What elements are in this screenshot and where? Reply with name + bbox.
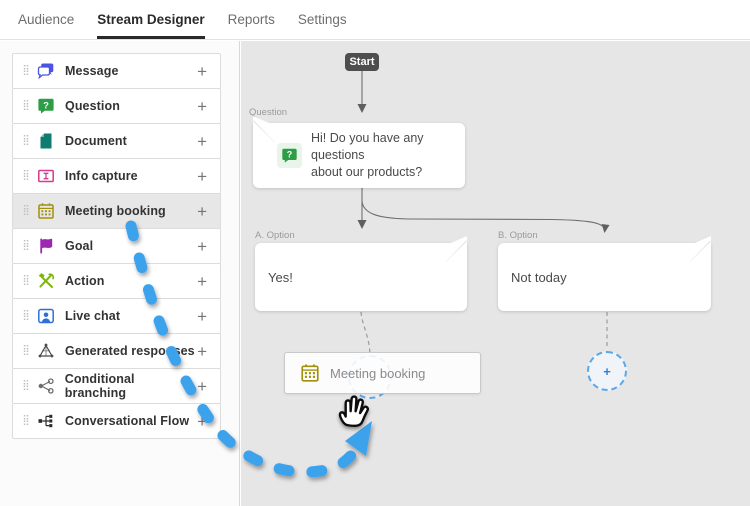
add-conditional-branching-button[interactable]: + — [197, 376, 207, 396]
sidebar-item-question[interactable]: ⣿ ? Question + — [12, 88, 221, 124]
sidebar-item-document[interactable]: ⣿ Document + — [12, 123, 221, 159]
option-b-type-label: B. Option — [498, 230, 538, 241]
question-node-card[interactable]: ? Hi! Do you have any questions about ou… — [253, 123, 465, 188]
plus-icon: + — [603, 363, 611, 379]
flag-icon — [37, 237, 55, 255]
question-node-type-label: Question — [249, 107, 288, 118]
document-icon — [37, 132, 55, 150]
sidebar-item-label: Question — [65, 99, 120, 113]
message-icon — [37, 62, 55, 80]
calendar-icon — [37, 202, 55, 220]
svg-text:?: ? — [43, 100, 49, 111]
sidebar-item-label: Generated responses — [65, 344, 195, 358]
sidebar-item-goal[interactable]: ⣿ Goal + — [12, 228, 221, 264]
sidebar-item-label: Conditional branching — [64, 372, 135, 400]
add-document-button[interactable]: + — [197, 131, 207, 151]
add-action-button[interactable]: + — [197, 271, 207, 291]
add-conversational-flow-button[interactable]: + — [197, 411, 207, 431]
sidebar-item-conversational-flow[interactable]: ⣿ Conversational Flow + — [12, 403, 221, 439]
tab-stream-designer[interactable]: Stream Designer — [97, 0, 205, 39]
sidebar-item-label: Message — [65, 64, 119, 78]
top-nav: Audience Stream Designer Reports Setting… — [0, 0, 750, 40]
sidebar-item-generated-responses[interactable]: ⣿ Generated responses + — [12, 333, 221, 369]
calendar-icon — [300, 363, 320, 383]
sidebar-item-label: Live chat — [65, 309, 121, 323]
add-goal-button[interactable]: + — [197, 236, 207, 256]
drag-handle-icon[interactable]: ⣿ — [22, 240, 30, 251]
question-icon: ? — [277, 143, 302, 168]
start-node: Start — [345, 53, 379, 71]
drop-node-label: Meeting booking — [330, 365, 426, 381]
drag-handle-icon[interactable]: ⣿ — [22, 65, 30, 76]
option-a-card[interactable]: Yes! — [255, 243, 467, 311]
add-message-button[interactable]: + — [197, 61, 207, 81]
tab-settings[interactable]: Settings — [297, 12, 347, 27]
add-generated-responses-button[interactable]: + — [197, 341, 207, 361]
sidebar-item-live-chat[interactable]: ⣿ Live chat + — [12, 298, 221, 334]
flow-icon — [37, 412, 55, 430]
question-icon: ? — [37, 97, 55, 115]
add-question-button[interactable]: + — [197, 96, 207, 116]
info-capture-icon — [37, 167, 55, 185]
question-node-text: Hi! Do you have any questions about our … — [311, 131, 424, 179]
drag-handle-icon[interactable]: ⣿ — [22, 135, 30, 146]
drag-handle-icon[interactable]: ⣿ — [22, 275, 30, 286]
drag-handle-icon[interactable]: ⣿ — [22, 380, 30, 391]
sidebar-item-message[interactable]: ⣿ Message + — [12, 53, 221, 89]
tab-audience[interactable]: Audience — [18, 12, 75, 27]
sidebar-item-action[interactable]: ⣿ Action + — [12, 263, 221, 299]
sidebar-item-conditional-branching[interactable]: ⣿ Conditional branching + — [12, 368, 221, 404]
tools-icon — [37, 272, 55, 290]
sidebar-item-label: Meeting booking — [65, 204, 166, 218]
drag-handle-icon[interactable]: ⣿ — [22, 415, 30, 426]
network-icon — [37, 342, 55, 360]
drag-handle-icon[interactable]: ⣿ — [22, 170, 30, 181]
sidebar-item-label: Info capture — [65, 169, 138, 183]
option-a-type-label: A. Option — [255, 230, 295, 241]
drag-handle-icon[interactable]: ⣿ — [22, 310, 30, 321]
flow-canvas[interactable]: Start Question ? Hi! Do you have any que… — [241, 41, 750, 506]
sidebar-item-info-capture[interactable]: ⣿ Info capture + — [12, 158, 221, 194]
add-live-chat-button[interactable]: + — [197, 306, 207, 326]
add-info-capture-button[interactable]: + — [197, 166, 207, 186]
node-palette: ⣿ Message + ⣿ ? Question + ⣿ — [0, 41, 240, 506]
meeting-booking-drop-node[interactable]: Meeting booking — [284, 352, 481, 394]
live-chat-icon — [37, 307, 55, 325]
sidebar-item-label: Goal — [65, 239, 94, 253]
drag-handle-icon[interactable]: ⣿ — [22, 100, 30, 111]
svg-text:?: ? — [287, 150, 292, 160]
option-b-card[interactable]: Not today — [498, 243, 711, 311]
sidebar-item-label: Action — [65, 274, 105, 288]
option-a-text: Yes! — [268, 269, 293, 285]
sidebar-item-label: Document — [65, 134, 127, 148]
drag-handle-icon[interactable]: ⣿ — [22, 345, 30, 356]
add-node-circle[interactable]: + — [587, 351, 627, 391]
drag-handle-icon[interactable]: ⣿ — [22, 205, 30, 216]
sidebar-item-meeting-booking[interactable]: ⣿ Meeting booking + — [12, 193, 221, 229]
add-meeting-booking-button[interactable]: + — [197, 201, 207, 221]
tab-reports[interactable]: Reports — [227, 12, 275, 27]
option-b-text: Not today — [511, 269, 567, 285]
sidebar-item-label: Conversational Flow — [65, 414, 190, 428]
branch-icon — [37, 377, 55, 395]
